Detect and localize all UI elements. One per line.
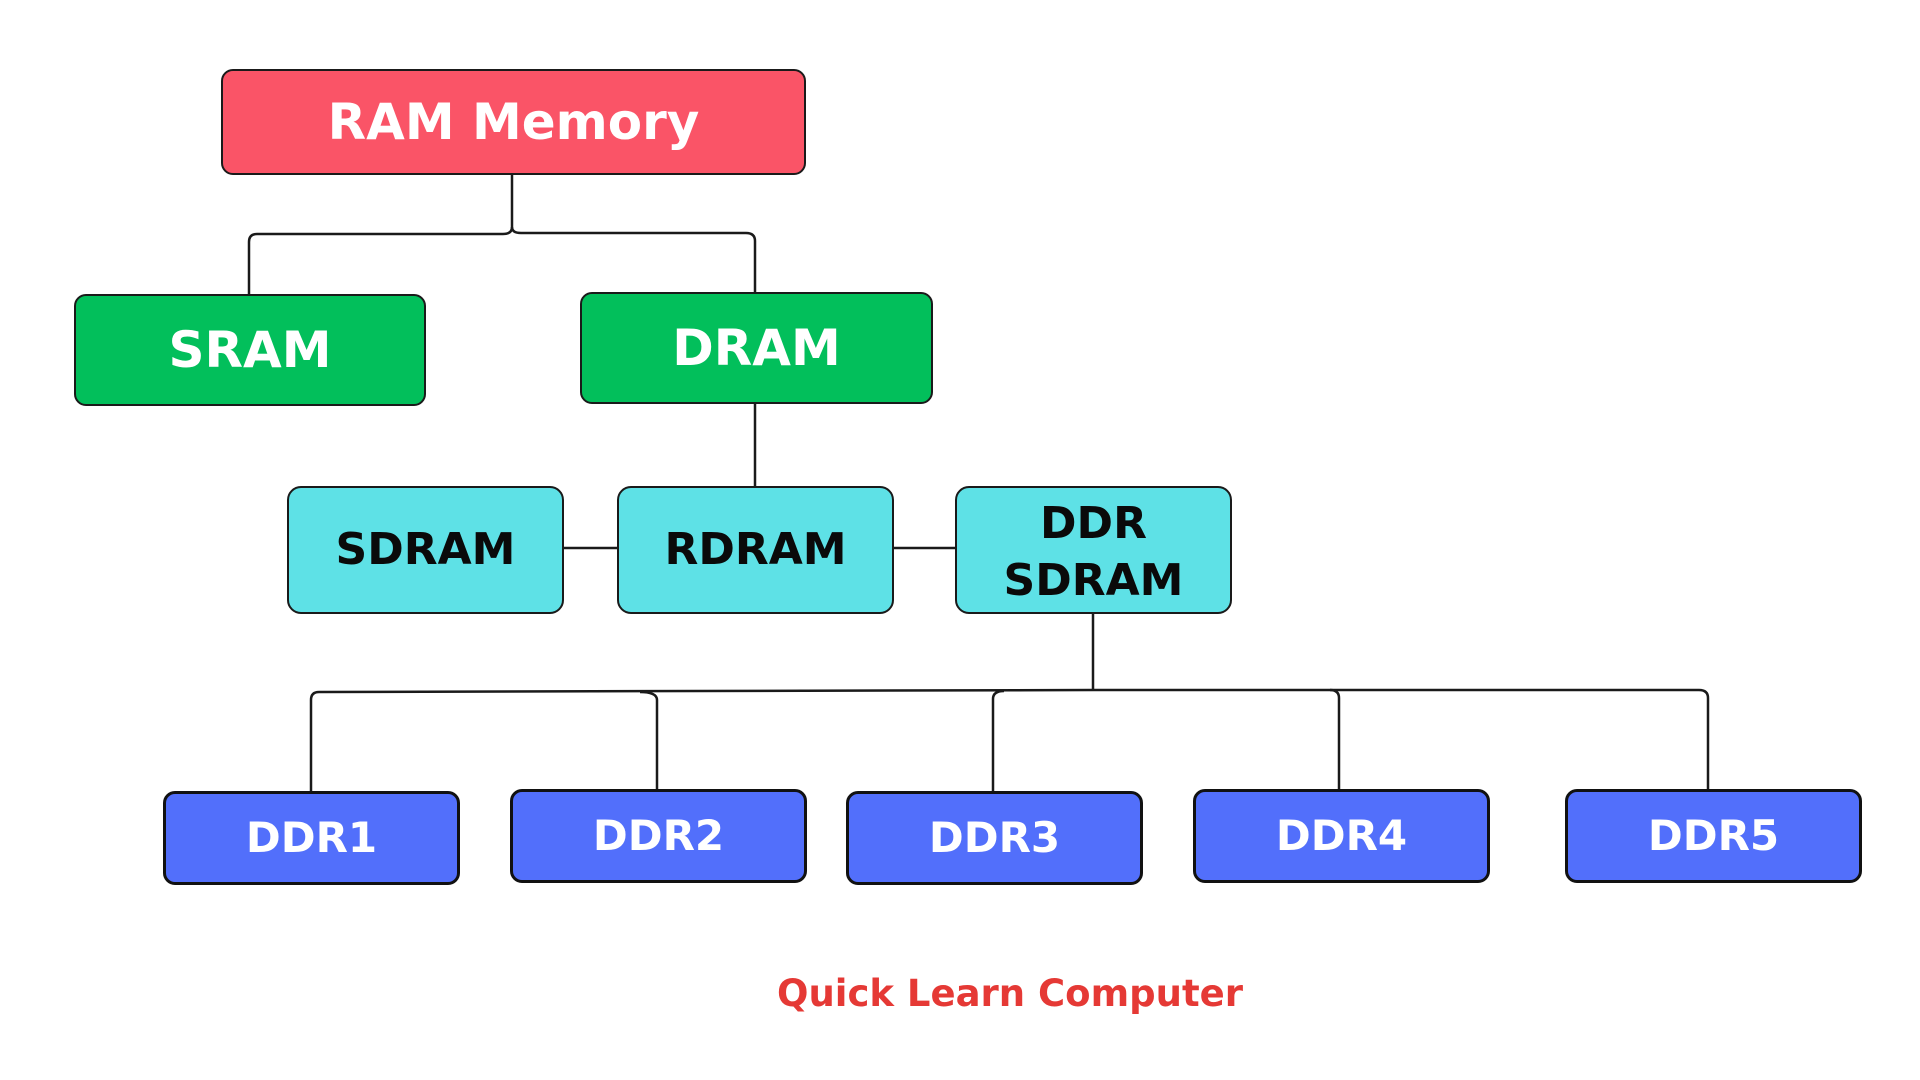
node-ddr3: DDR3 bbox=[846, 791, 1143, 885]
node-rdram-label: RDRAM bbox=[664, 524, 847, 576]
connector-root-to-sram bbox=[247, 226, 514, 294]
connector-to-ddr1 bbox=[309, 690, 320, 791]
node-rdram: RDRAM bbox=[617, 486, 894, 614]
node-sdram: SDRAM bbox=[287, 486, 564, 614]
node-ddr2: DDR2 bbox=[510, 789, 807, 883]
node-sdram-label: SDRAM bbox=[335, 524, 516, 576]
node-ddr3-label: DDR3 bbox=[928, 812, 1061, 862]
node-ddr-sdram: DDR SDRAM bbox=[955, 486, 1232, 614]
node-sram-label: SRAM bbox=[168, 320, 332, 379]
connector-root-to-dram bbox=[510, 226, 757, 292]
credit-text: Quick Learn Computer bbox=[777, 972, 1243, 1015]
node-ddr5: DDR5 bbox=[1565, 789, 1862, 883]
node-dram-label: DRAM bbox=[672, 318, 841, 377]
connector-to-ddr4 bbox=[1329, 688, 1341, 789]
node-ddr-sdram-label-line1: DDR bbox=[1040, 497, 1147, 549]
node-ram-memory: RAM Memory bbox=[221, 69, 806, 175]
connector-bus bbox=[318, 688, 1699, 694]
node-ddr1: DDR1 bbox=[163, 791, 460, 885]
node-ddr-sdram-label-line2: SDRAM bbox=[1003, 555, 1184, 606]
node-ddr4-label: DDR4 bbox=[1275, 810, 1408, 860]
connector-to-ddr3 bbox=[991, 689, 1005, 791]
node-ddr5-label: DDR5 bbox=[1647, 810, 1780, 860]
node-ddr1-label: DDR1 bbox=[245, 812, 378, 862]
connector-to-ddr2 bbox=[639, 690, 659, 789]
node-ddr4: DDR4 bbox=[1193, 789, 1490, 883]
node-dram: DRAM bbox=[580, 292, 933, 404]
node-ram-memory-label: RAM Memory bbox=[327, 92, 700, 151]
node-ddr2-label: DDR2 bbox=[592, 810, 725, 860]
node-sram: SRAM bbox=[74, 294, 426, 406]
connector-to-ddr5 bbox=[1698, 688, 1710, 789]
